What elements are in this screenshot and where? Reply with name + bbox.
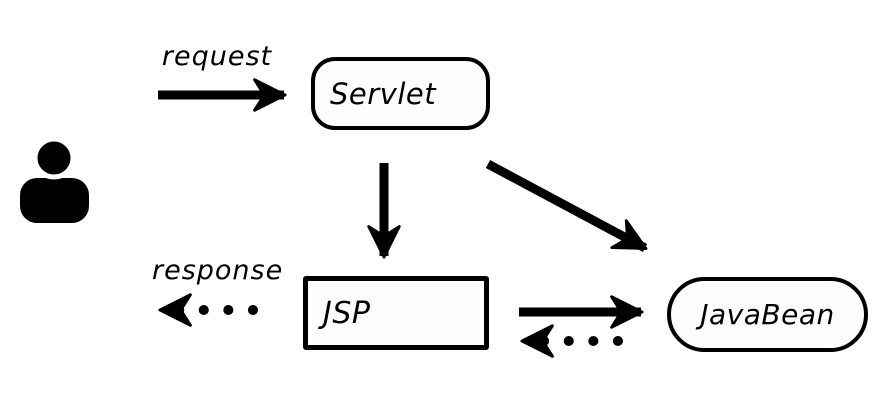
servlet-node: Servlet: [311, 57, 490, 130]
javabean-node-label: JavaBean: [700, 298, 835, 331]
request-edge-label: request: [161, 41, 273, 72]
person-icon: [20, 136, 89, 223]
javabean-node: JavaBean: [667, 277, 868, 352]
jsp-node-label: JSP: [323, 295, 371, 331]
response-edge-label: response: [152, 255, 284, 286]
servlet-to-javabean-arrow: [485, 160, 648, 252]
jsp-node: JSP: [303, 276, 489, 350]
servlet-node-label: Servlet: [330, 76, 437, 111]
